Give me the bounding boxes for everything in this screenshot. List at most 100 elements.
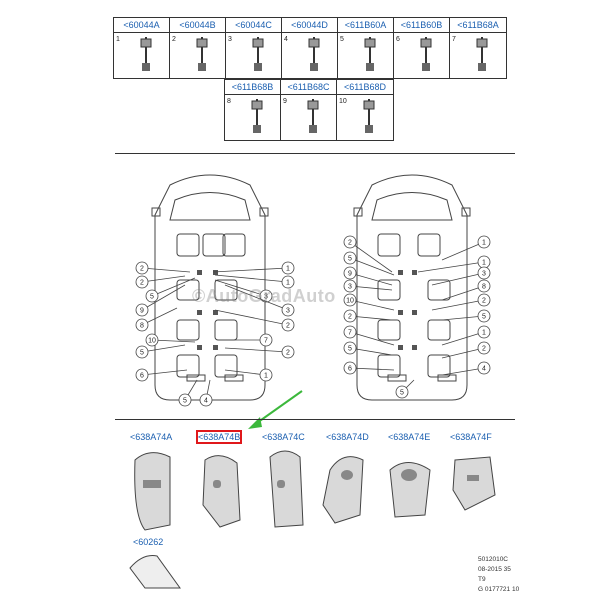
watermark: ©AutoGradAuto	[192, 286, 336, 306]
svg-text:2: 2	[286, 350, 290, 357]
part-638A74D-shape	[322, 456, 364, 524]
svg-text:1: 1	[482, 260, 486, 267]
tool-label[interactable]: <611B68D	[337, 80, 393, 95]
tool-number: 5	[340, 36, 344, 43]
bag-illustration	[129, 555, 181, 589]
callout-callouts_left-11: 7	[225, 333, 273, 347]
callout-callouts_left-4: 5	[145, 277, 196, 303]
part-638A74A-shape	[134, 452, 171, 531]
callout-callouts_right-8: 10	[343, 293, 395, 311]
callout-callouts_left-13: 2	[224, 345, 295, 359]
svg-text:1: 1	[482, 330, 486, 337]
tool-icon	[364, 37, 376, 71]
callout-callouts_right-2: 5	[343, 251, 395, 276]
callout-callouts_left-6: 9	[135, 284, 186, 317]
tool-icon	[420, 37, 432, 71]
tool-label[interactable]: <611B68A	[450, 18, 506, 33]
svg-text:3: 3	[286, 308, 290, 315]
tool-label[interactable]: <60044B	[170, 18, 225, 33]
svg-text:5: 5	[348, 256, 352, 263]
section-divider-top	[115, 153, 515, 154]
tool-label[interactable]: <611B68B	[225, 80, 280, 95]
tool-label[interactable]: <611B60A	[338, 18, 393, 33]
callout-callouts_left-0: 2	[135, 261, 191, 275]
callout-callouts_left-14: 6	[135, 368, 188, 382]
callout-callouts_left-9: 2	[214, 309, 295, 332]
tool-label[interactable]: <60044C	[226, 18, 281, 33]
part-label-5[interactable]: <638A74F	[450, 432, 492, 442]
tool-cell-tools_row1-6: <611B68A 7	[450, 18, 506, 78]
tool-icon	[476, 37, 488, 71]
part-638A74B-shape	[202, 455, 241, 528]
tool-label[interactable]: <611B60B	[394, 18, 449, 33]
tool-number: 8	[227, 98, 231, 105]
tool-label[interactable]: <60044D	[282, 18, 337, 33]
callout-callouts_right-5: 3	[431, 266, 491, 286]
callout-callouts_right-6: 3	[343, 279, 393, 293]
callout-callouts_right-4: 9	[343, 266, 393, 286]
green-arrow-icon	[248, 390, 303, 429]
callout-callouts_left-5: 3	[214, 279, 273, 303]
svg-text:8: 8	[482, 284, 486, 291]
callout-callouts_right-14: 5	[343, 341, 393, 356]
part-illustrations	[134, 450, 496, 531]
part-638A74F-shape	[452, 456, 496, 511]
meta-block: 5012010C 08-2015 35 T9 G 0177721 10	[478, 555, 519, 595]
part-label-0[interactable]: <638A74A	[130, 432, 173, 442]
tool-icon	[252, 37, 264, 71]
part-638A74C-shape	[269, 450, 304, 528]
svg-text:5: 5	[150, 294, 154, 301]
tool-icon	[140, 37, 152, 71]
meta-line-3: T9	[478, 576, 486, 583]
tool-label[interactable]: <60044A	[114, 18, 169, 33]
svg-text:10: 10	[148, 338, 156, 345]
svg-text:7: 7	[348, 330, 352, 337]
tool-number: 10	[339, 98, 347, 105]
svg-text:2: 2	[348, 240, 352, 247]
svg-text:5: 5	[348, 346, 352, 353]
callout-callouts_right-9: 2	[431, 293, 491, 311]
tool-cell-tools_row1-5: <611B60B 6	[394, 18, 450, 78]
callout-callouts_left-16: 5	[178, 379, 198, 407]
tool-label[interactable]: <611B68C	[281, 80, 336, 95]
svg-text:5: 5	[183, 398, 187, 405]
part-label-2[interactable]: <638A74C	[262, 432, 305, 442]
callout-callouts_left-10: 10	[145, 333, 196, 347]
svg-text:3: 3	[264, 294, 268, 301]
svg-text:2: 2	[140, 266, 144, 273]
callout-callouts_right-3: 1	[417, 255, 491, 273]
part-638A74E-shape	[389, 462, 431, 518]
callout-callouts_left-3: 2	[135, 275, 186, 289]
part-label-3[interactable]: <638A74D	[326, 432, 369, 442]
svg-text:5: 5	[482, 314, 486, 321]
svg-text:10: 10	[346, 298, 354, 305]
callout-callouts_left-17: 4	[199, 379, 213, 407]
tool-number: 7	[452, 36, 456, 43]
svg-text:2: 2	[482, 298, 486, 305]
part-label-1[interactable]: <638A74B	[195, 430, 243, 444]
svg-text:2: 2	[140, 280, 144, 287]
svg-text:7: 7	[264, 338, 268, 345]
tool-number: 6	[396, 36, 400, 43]
callout-callouts_right-11: 5	[441, 309, 491, 323]
part-label-4[interactable]: <638A74E	[388, 432, 431, 442]
svg-text:2: 2	[348, 314, 352, 321]
callout-callouts_left-2: 1	[214, 274, 295, 289]
callout-callouts_left-1: 1	[212, 261, 295, 275]
part-label-60262[interactable]: <60262	[133, 537, 164, 547]
tool-icon	[308, 37, 320, 71]
svg-text:1: 1	[286, 280, 290, 287]
svg-text:9: 9	[348, 271, 352, 278]
callout-callouts_right-18: 5	[395, 379, 415, 399]
callout-callouts_right-15: 2	[441, 341, 491, 359]
meta-line-4: G 0177721 10	[478, 586, 520, 593]
tool-cell-tools_row2-2: <611B68D 10	[337, 80, 393, 140]
svg-text:3: 3	[348, 284, 352, 291]
tool-icon	[196, 37, 208, 71]
